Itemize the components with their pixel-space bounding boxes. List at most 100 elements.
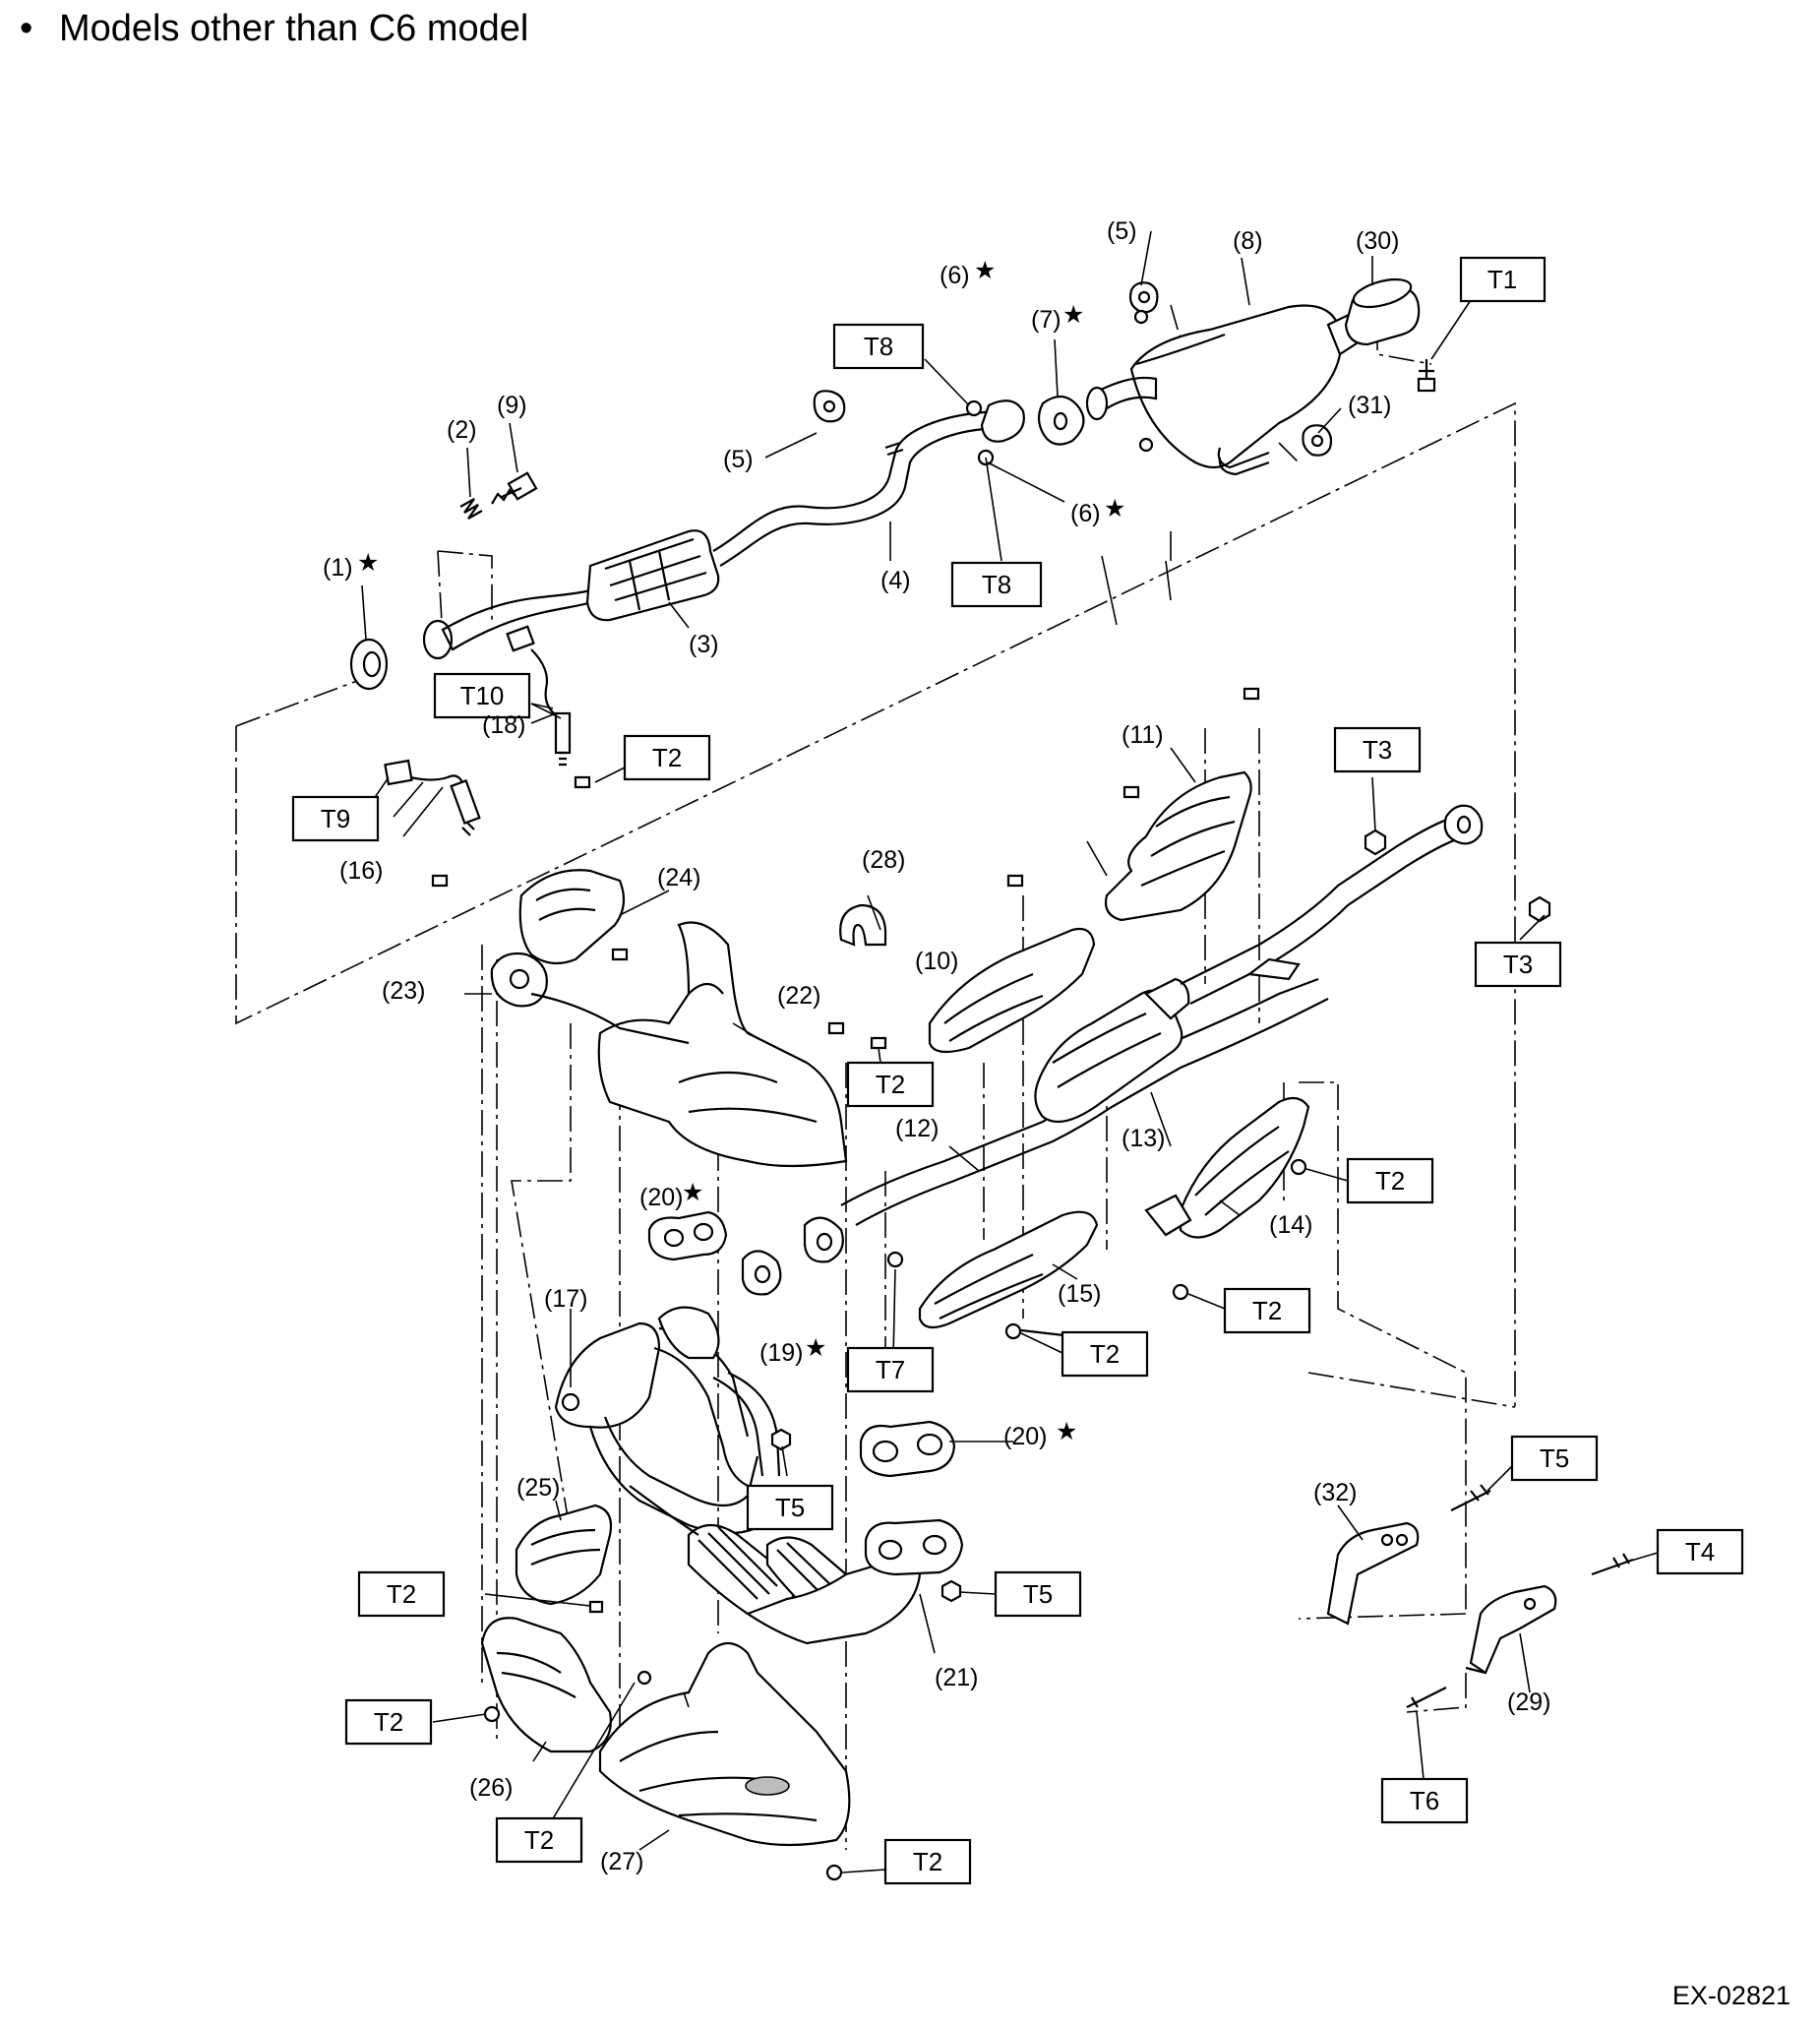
callout-15: (15) (1058, 1280, 1101, 1308)
callout-4: (4) (880, 567, 911, 594)
manifold-17 (554, 1321, 661, 1429)
front-exhaust-section (490, 770, 1551, 1329)
leader-lines (355, 230, 1659, 1873)
torque-box-t5-lower: T5 (994, 1570, 1082, 1618)
torque-label-t7: T7 (876, 1355, 905, 1384)
heat-shield-14 (1179, 1096, 1310, 1239)
nut-t2-15 (1004, 1322, 1022, 1340)
callout-20-upper: (20) (639, 1184, 683, 1211)
torque-label-t5-lower: T5 (1023, 1579, 1053, 1609)
torque-box-t2-bottom: T2 (883, 1838, 972, 1885)
callout-2: (2) (447, 416, 477, 444)
callout-25: (25) (516, 1474, 560, 1502)
callout-7: (7) (1031, 306, 1062, 334)
center-pipe-4 (712, 409, 995, 552)
torque-box-t2-14: T2 (1346, 1157, 1434, 1204)
callout-23: (23) (382, 977, 425, 1005)
torque-label-t2-top: T2 (652, 743, 682, 772)
bolt-11-top (1243, 687, 1260, 701)
bolt-10 (1006, 874, 1024, 888)
rear-exhaust-section (349, 277, 1436, 691)
torque-label-t3-upper: T3 (1363, 735, 1392, 765)
part-callouts: (1) ★ (2) (9) (3) (4) (5) (5) (6) ★ (6) … (323, 217, 1550, 1875)
page-heading: • Models other than C6 model (20, 8, 528, 50)
torque-label-t2-26: T2 (374, 1707, 403, 1737)
brackets (1326, 1484, 1634, 1713)
bolt-t2-25 (588, 1600, 604, 1614)
star-20-lower: ★ (1056, 1418, 1077, 1445)
rear-sensor-connector (506, 625, 535, 652)
catalytic-converter-3 (585, 529, 720, 622)
callout-26: (26) (469, 1774, 513, 1802)
oxygen-sensors (384, 625, 572, 836)
torque-box-t10: T10 (433, 672, 531, 719)
heading-bullet: • (20, 8, 33, 49)
torque-label-t2-25: T2 (387, 1579, 416, 1609)
torque-box-t5-mid: T5 (746, 1484, 834, 1531)
torque-box-t2-26: T2 (344, 1698, 433, 1746)
bolt-t2-mid (827, 1021, 845, 1035)
star-7: ★ (1062, 301, 1084, 329)
nut-t2-27-bottom (825, 1864, 843, 1881)
star-6-upper: ★ (974, 257, 996, 284)
bracket-29 (1469, 1584, 1557, 1675)
nut-t5-lower (940, 1579, 962, 1603)
torque-label-t2-15: T2 (1090, 1339, 1120, 1369)
torque-box-t9: T9 (291, 795, 380, 842)
torque-box-t2-15: T2 (1061, 1330, 1149, 1378)
torque-box-t8-upper: T8 (832, 323, 925, 370)
bolt-11 (1122, 785, 1140, 799)
callout-20-lower: (20) (1003, 1423, 1047, 1450)
callout-32: (32) (1313, 1479, 1357, 1506)
callout-12: (12) (895, 1115, 939, 1142)
bracket-32 (1326, 1521, 1420, 1626)
heat-shield-27 (598, 1641, 851, 1847)
torque-label-t4: T4 (1685, 1537, 1715, 1566)
callout-18: (18) (482, 711, 525, 739)
bolt-23 (431, 874, 449, 888)
torque-box-t2-mid: T2 (846, 1061, 935, 1108)
torque-label-t3-lower: T3 (1503, 950, 1533, 979)
nut-t3-lower (1528, 895, 1551, 923)
nut-t2-27-top (637, 1670, 652, 1686)
gasket-20-upper (647, 1210, 728, 1261)
figure-code: EX-02821 (1671, 1981, 1790, 2010)
callout-3: (3) (689, 631, 719, 658)
torque-label-t6: T6 (1410, 1786, 1439, 1815)
torque-label-t1: T1 (1487, 265, 1517, 294)
callout-6-lower: (6) (1070, 500, 1101, 527)
front-sensor-connector (384, 759, 413, 786)
torque-box-t2-27: T2 (495, 1816, 583, 1864)
callout-17: (17) (544, 1285, 587, 1313)
torque-box-t2-14-lower: T2 (1223, 1287, 1311, 1334)
star-20-upper: ★ (682, 1179, 703, 1206)
torque-label-t9: T9 (321, 804, 350, 833)
clamp-28 (839, 903, 887, 947)
torque-box-t8-lower: T8 (950, 561, 1043, 608)
heat-shield-11 (1104, 770, 1252, 922)
star-6-lower: ★ (1104, 495, 1125, 522)
heading-text: Models other than C6 model (59, 8, 529, 49)
callout-6-upper: (6) (940, 262, 970, 289)
heat-shield-10 (928, 927, 1096, 1054)
callout-21: (21) (935, 1664, 978, 1691)
callout-28: (28) (862, 846, 905, 874)
callout-24: (24) (657, 864, 700, 891)
torque-label-t2-bottom: T2 (913, 1847, 942, 1876)
torque-label-t2-mid: T2 (876, 1070, 905, 1099)
torque-box-t5-bracket: T5 (1510, 1435, 1599, 1482)
nut-6-upper (965, 399, 983, 417)
bolt-t2-24 (574, 775, 591, 789)
spring-2 (459, 498, 483, 520)
callout-22: (22) (777, 982, 820, 1010)
callout-14: (14) (1269, 1211, 1312, 1239)
callout-31: (31) (1348, 392, 1391, 419)
torque-box-t3-upper: T3 (1333, 726, 1422, 773)
catalytic-converter-13 (1034, 977, 1190, 1124)
torque-label-t2-14: T2 (1375, 1166, 1405, 1196)
callout-10: (10) (915, 948, 958, 975)
bolt-t5-32 (1450, 1484, 1491, 1511)
torque-label-t8-lower: T8 (982, 570, 1011, 599)
torque-label-t2-27: T2 (524, 1825, 554, 1855)
